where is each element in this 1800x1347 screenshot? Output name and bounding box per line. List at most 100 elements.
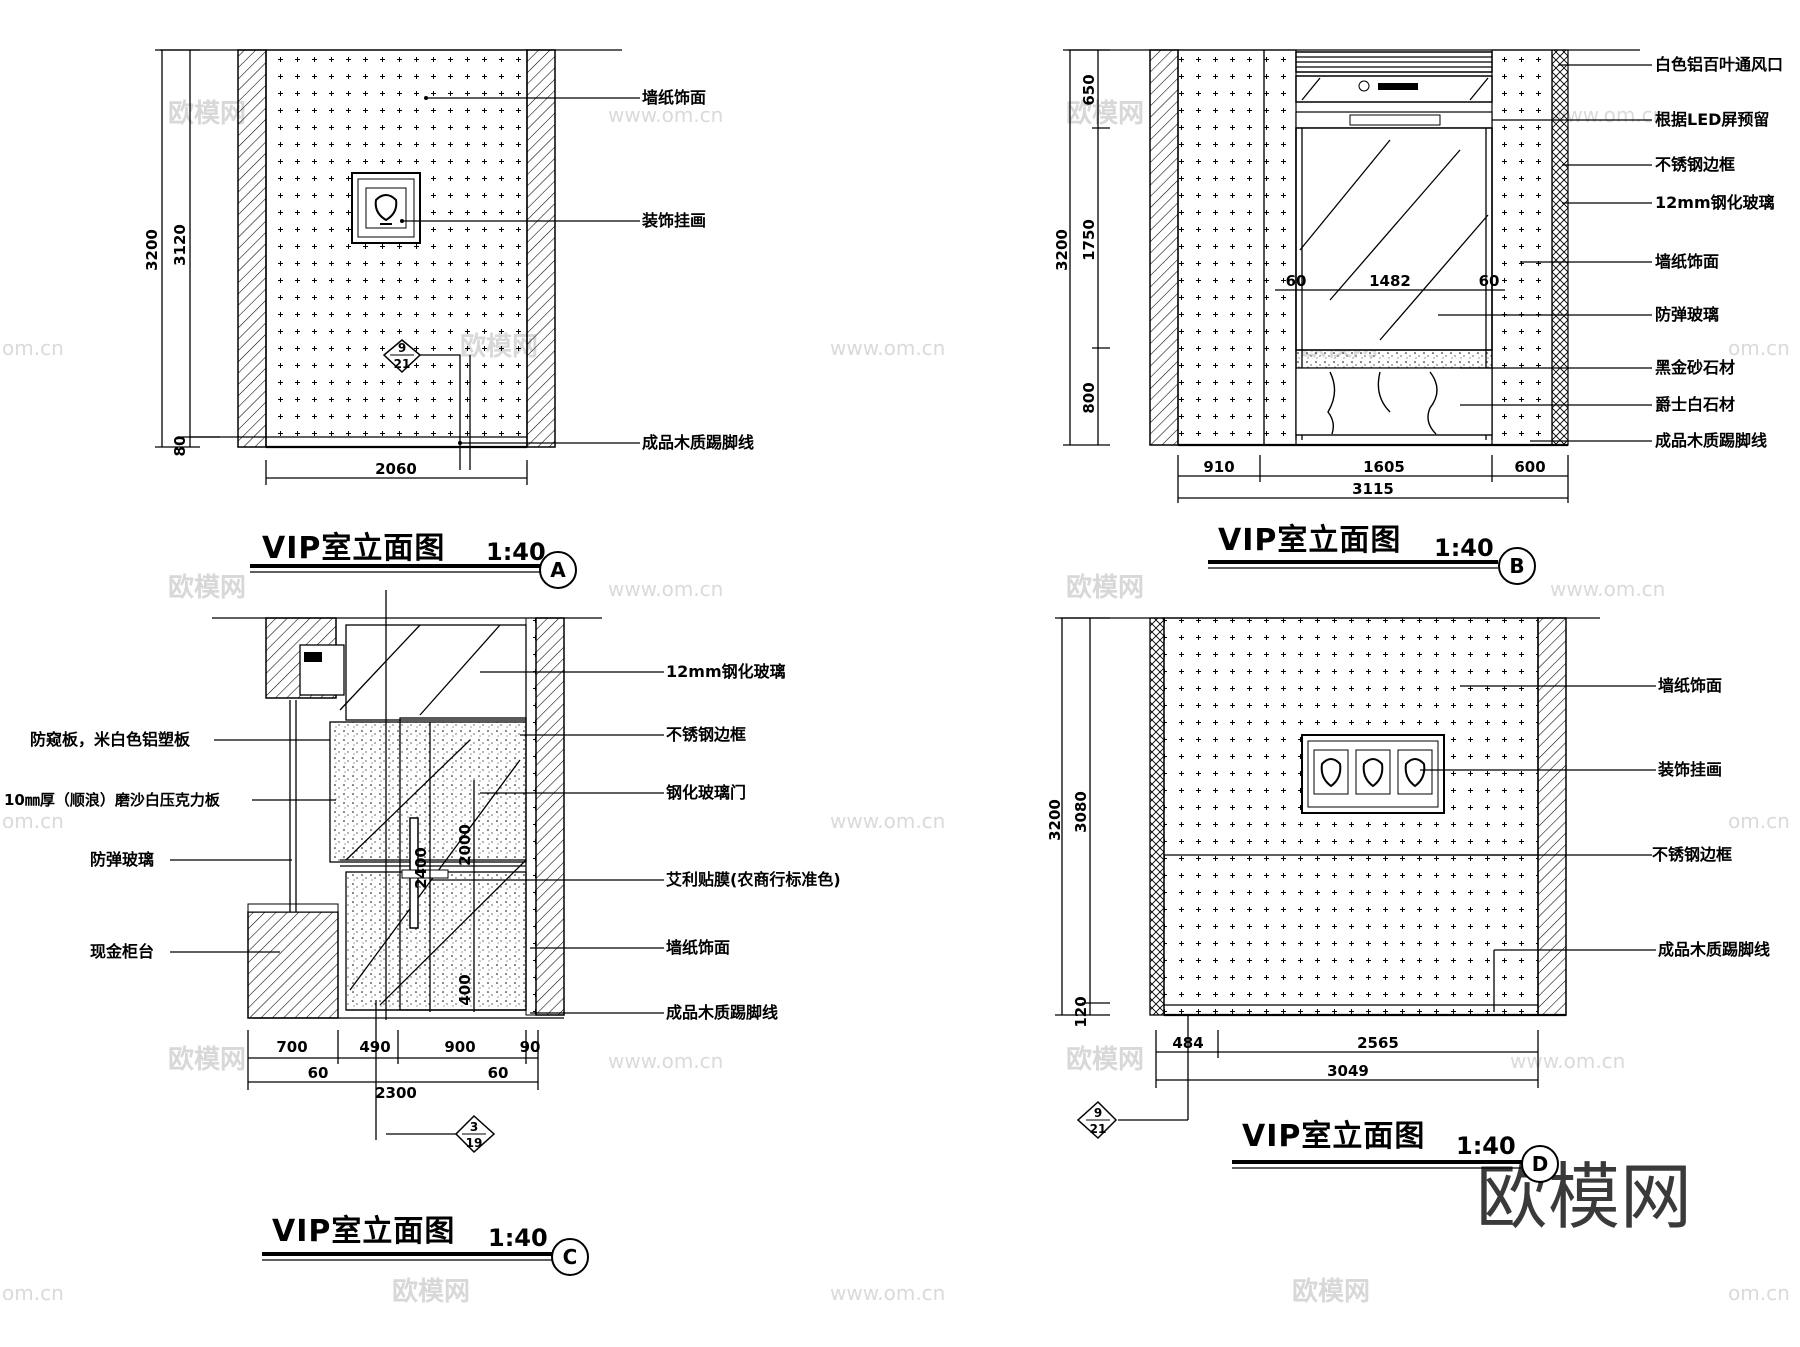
dim-900: 900 bbox=[444, 1038, 475, 1056]
elevation-a: 9 21 墙纸饰面 装饰挂画 成品木质踢脚线 3200 3120 80 2060… bbox=[143, 49, 754, 589]
label-wallpaper: 墙纸饰面 bbox=[1658, 676, 1722, 695]
label-marble: 爵士白石材 bbox=[1655, 395, 1735, 414]
watermark-short: om.cn bbox=[2, 1281, 64, 1305]
label-bulletproof: 防弹玻璃 bbox=[90, 850, 154, 869]
wallpaper-panel bbox=[1163, 617, 1539, 1016]
watermark-url: www.om.cn bbox=[608, 1049, 723, 1073]
watermark-short: om.cn bbox=[2, 809, 64, 833]
svg-text:3: 3 bbox=[470, 1120, 478, 1134]
title-d: VIP室立面图 bbox=[1242, 1119, 1425, 1154]
dim-base-height: 120 bbox=[1072, 996, 1090, 1027]
watermark-short: om.cn bbox=[1728, 1281, 1790, 1305]
dim-60-right: 60 bbox=[488, 1064, 509, 1082]
elevation-d: 墙纸饰面 装饰挂画 不锈钢边框 成品木质踢脚线 3200 3080 120 48… bbox=[1046, 617, 1770, 1183]
label-led: 根据LED屏预留 bbox=[1655, 110, 1769, 129]
dim-right: 600 bbox=[1514, 458, 1545, 476]
dim-90: 90 bbox=[520, 1038, 541, 1056]
watermark-url: www.om.cn bbox=[608, 103, 723, 127]
title-a: VIP室立面图 bbox=[262, 531, 445, 566]
dim-total-width: 3049 bbox=[1327, 1062, 1369, 1080]
dim-base-height: 80 bbox=[171, 436, 189, 457]
dim-490: 490 bbox=[359, 1038, 390, 1056]
vase-icon bbox=[1320, 758, 1342, 788]
scale-c: 1:40 bbox=[488, 1224, 548, 1252]
scale-d: 1:40 bbox=[1456, 1132, 1516, 1160]
decorative-painting bbox=[351, 172, 421, 244]
svg-text:A: A bbox=[550, 558, 566, 582]
label-steel-frame: 不锈钢边框 bbox=[666, 725, 746, 744]
dim-total-width: 2300 bbox=[375, 1084, 417, 1102]
bubble-b bbox=[1498, 547, 1536, 585]
bulletproof-glass bbox=[1295, 127, 1493, 351]
dim-inner-width: 1482 bbox=[1369, 272, 1411, 290]
label-wallpaper: 墙纸饰面 bbox=[666, 938, 730, 957]
label-tempered-glass: 12mm钢化玻璃 bbox=[1655, 193, 1775, 212]
svg-text:9: 9 bbox=[1094, 1106, 1102, 1120]
svg-text:21: 21 bbox=[394, 357, 411, 371]
dim-inner-left: 60 bbox=[1286, 272, 1307, 290]
watermark-short: om.cn bbox=[1728, 336, 1790, 360]
dim-wall-height: 3080 bbox=[1072, 791, 1090, 833]
label-glass-door: 钢化玻璃门 bbox=[666, 783, 746, 802]
label-acrylic-board: 10㎜厚（顺浪）磨沙白压克力板 bbox=[4, 791, 221, 809]
bubble-d bbox=[1521, 1145, 1559, 1183]
wall-cross-left bbox=[1149, 617, 1165, 1016]
dim-2400: 2400 bbox=[412, 847, 430, 889]
dim-total-height: 3200 bbox=[143, 229, 161, 271]
svg-text:19: 19 bbox=[466, 1136, 483, 1150]
label-steel-frame: 不锈钢边框 bbox=[1655, 155, 1735, 174]
label-tempered-glass: 12mm钢化玻璃 bbox=[666, 662, 786, 681]
svg-text:D: D bbox=[1532, 1152, 1549, 1176]
dim-total-height: 3200 bbox=[1046, 799, 1064, 841]
scale-b: 1:40 bbox=[1434, 534, 1494, 562]
watermark-url: www.om.cn bbox=[1550, 577, 1665, 601]
wall-hatch-left bbox=[1149, 49, 1179, 446]
label-skirting: 成品木质踢脚线 bbox=[666, 1003, 778, 1022]
watermark-logo: 欧模网 bbox=[168, 572, 246, 603]
wall-cross-right bbox=[1551, 49, 1569, 446]
black-granite bbox=[1295, 349, 1493, 369]
dim-400: 400 bbox=[456, 974, 474, 1005]
watermark-logo: 欧模网 bbox=[392, 1276, 470, 1307]
dim-left: 910 bbox=[1203, 458, 1234, 476]
label-painting: 装饰挂画 bbox=[641, 211, 706, 230]
bubble-a bbox=[539, 551, 577, 589]
watermark-url: www.om.cn bbox=[830, 809, 945, 833]
watermark-short: om.cn bbox=[2, 336, 64, 360]
title-b: VIP室立面图 bbox=[1218, 523, 1401, 558]
label-skirting: 成品木质踢脚线 bbox=[1658, 940, 1770, 959]
label-granite: 黑金砂石材 bbox=[1655, 358, 1735, 377]
dim-mid: 1750 bbox=[1080, 219, 1098, 261]
watermark-logo: 欧模网 bbox=[1066, 572, 1144, 603]
dim-right: 2565 bbox=[1357, 1034, 1399, 1052]
watermark-logo: 欧模网 bbox=[1066, 98, 1144, 129]
dim-center: 1605 bbox=[1363, 458, 1405, 476]
label-steel-frame: 不锈钢边框 bbox=[1652, 845, 1732, 864]
scale-a: 1:40 bbox=[486, 538, 546, 566]
brand-watermark: 欧模网 bbox=[1476, 1155, 1692, 1239]
dim-bottom: 800 bbox=[1080, 382, 1098, 413]
svg-text:21: 21 bbox=[1090, 1122, 1107, 1136]
label-cash-counter: 现金柜台 bbox=[90, 942, 154, 961]
decorative-painting-triptych bbox=[1301, 734, 1445, 814]
section-marker-a: 9 21 bbox=[382, 339, 471, 470]
label-avery-film: 艾利贴膜(农商行标准色) bbox=[666, 870, 841, 889]
watermark-url: www.om.cn bbox=[830, 336, 945, 360]
vase-icon bbox=[1404, 758, 1426, 788]
watermark-url: www.om.cn bbox=[608, 577, 723, 601]
watermark-logo: 欧模网 bbox=[168, 98, 246, 129]
label-skirting: 成品木质踢脚线 bbox=[1655, 431, 1767, 450]
watermark-url: www.om.cn bbox=[1550, 103, 1665, 127]
dim-700: 700 bbox=[276, 1038, 307, 1056]
wallpaper-panel bbox=[265, 49, 528, 448]
dim-width: 2060 bbox=[375, 460, 417, 478]
watermark-logo: 欧模网 bbox=[1066, 1044, 1144, 1075]
elevation-b: 60 1482 60 白色铝百叶通风口 根据LED屏预留 不锈钢边框 12mm钢… bbox=[1053, 49, 1783, 585]
dim-wall-height: 3120 bbox=[171, 224, 189, 266]
svg-text:9: 9 bbox=[398, 341, 406, 355]
label-privacy-panel: 防窥板，米白色铝塑板 bbox=[30, 730, 191, 749]
svg-text:C: C bbox=[563, 1245, 578, 1269]
watermark-short: om.cn bbox=[1728, 809, 1790, 833]
wall-hatch-right bbox=[526, 49, 556, 448]
